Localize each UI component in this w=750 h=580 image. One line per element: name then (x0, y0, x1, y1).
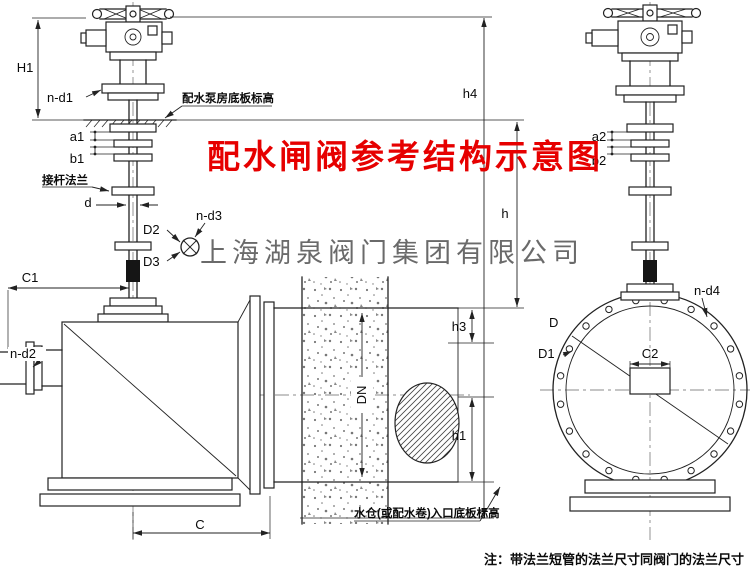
right-base (569, 479, 731, 512)
dim-label-a1: a1 (70, 129, 84, 144)
dimension-lines (7, 16, 708, 539)
diagram-title: 配水闸阀参考结构示意图 (207, 138, 603, 175)
left-actuator (80, 21, 173, 101)
dimension-labels: H1 n-d1 a1 b1 d D2 n-d3 D3 C1 n-d2 C DN … (8, 60, 720, 532)
dim-label-h1: h1 (452, 428, 466, 443)
dim-label-n-d1: n-d1 (47, 90, 73, 105)
left-view (0, 5, 275, 507)
dim-label-n-d4: n-d4 (694, 283, 720, 298)
dim-label-a2: a2 (592, 129, 606, 144)
left-stem-flanges (97, 123, 169, 323)
dim-label-H1: H1 (17, 60, 34, 75)
dim-label-C1: C1 (22, 270, 39, 285)
dim-label-D2: D2 (143, 222, 160, 237)
dim-label-b1: b1 (70, 151, 84, 166)
wall-section (301, 276, 389, 525)
left-outlet-flange (237, 295, 275, 495)
left-stem (128, 99, 138, 323)
dim-label-D: D (549, 315, 558, 330)
pipe-section-ellipse (394, 382, 460, 464)
dim-label-b2: b2 (592, 153, 606, 168)
dim-label-n-d3: n-d3 (196, 208, 222, 223)
dim-label-h3: h3 (452, 319, 466, 334)
inlet-floor-annotation: 水仓(或配水卷)入口底板标高 (354, 506, 500, 520)
left-valve-body (61, 321, 239, 479)
dim-label-h: h (501, 206, 508, 221)
dim-label-D1: D1 (538, 346, 555, 361)
dim-label-C: C (195, 517, 204, 532)
dim-label-d: d (84, 195, 91, 210)
left-handwheel-icon (91, 5, 175, 23)
pump-floor-annotation: 配水泵房底板标高 (182, 91, 274, 105)
dim-label-h4: h4 (463, 86, 477, 101)
concrete-hatch (302, 277, 388, 524)
dim-label-n-d2: n-d2 (10, 346, 36, 361)
right-view (552, 4, 748, 512)
left-base-flange (39, 477, 241, 507)
outlet-pipe (273, 307, 460, 483)
annotation-labels: 配水泵房底板标高 接杆法兰 水仓(或配水卷)入口底板标高 (42, 91, 500, 520)
right-actuator (585, 20, 693, 103)
dim-label-DN: DN (354, 386, 369, 405)
company-watermark: 上海湖泉阀门集团有限公司 (200, 238, 584, 268)
footnote: 注：带法兰短管的法兰尺寸同阀门的法兰尺寸 (484, 552, 744, 567)
dim-label-D3: D3 (143, 254, 160, 269)
right-handwheel-icon (602, 4, 702, 22)
rod-flange-annotation: 接杆法兰 (42, 173, 88, 187)
right-stem-flanges (626, 123, 674, 282)
center-guide-box (629, 367, 671, 395)
dim-label-C2: C2 (642, 346, 659, 361)
bolt-hole-symbol (180, 237, 200, 257)
